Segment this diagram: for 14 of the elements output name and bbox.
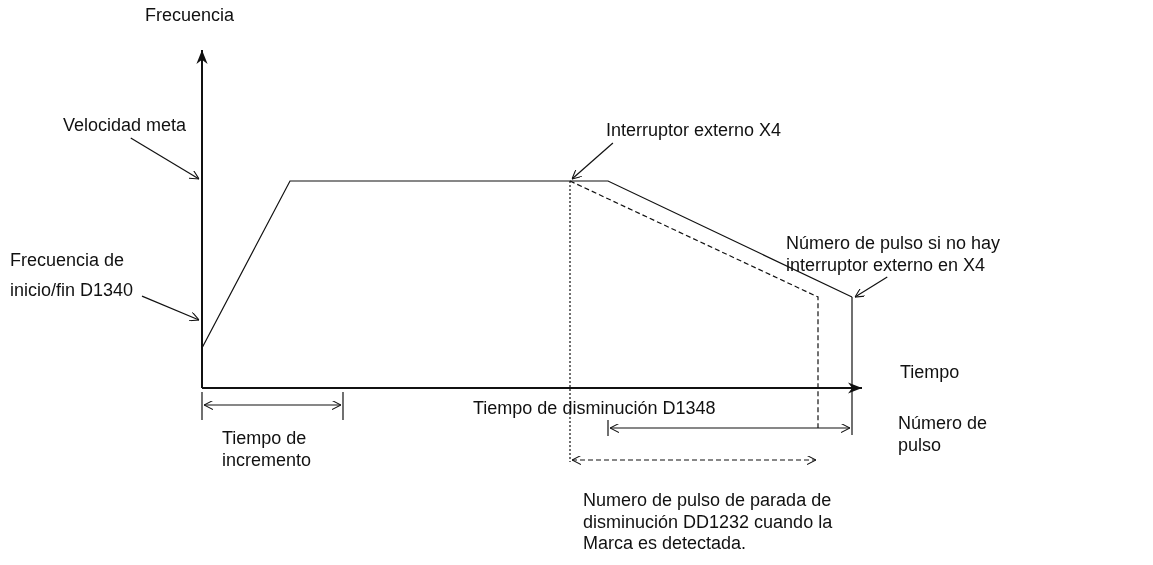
axis-title: Tiempo [900,362,961,384]
leader-arrow [854,276,888,298]
node-label: Velocidad meta [62,115,187,137]
axis-title: Número de pulso [898,413,989,457]
dimension-label: Tiempo de disminución D1348 [473,398,717,420]
dimension-label: Numero de pulso de parada de disminución DD1232 cuando la Marca es detectada. [583,490,834,555]
node-label: Número de pulso si no hay interruptor externo en X4 [786,233,1011,277]
leader-arrow [571,142,614,180]
node-label: Interruptor externo X4 [606,120,836,142]
leader-arrow [141,295,200,322]
axis-title: Frecuencia [145,5,236,27]
node-label: Frecuencia de inicio/fin D1340 [10,246,142,306]
leader-arrow [130,137,200,180]
dimension-label: Tiempo de incremento [222,428,313,472]
